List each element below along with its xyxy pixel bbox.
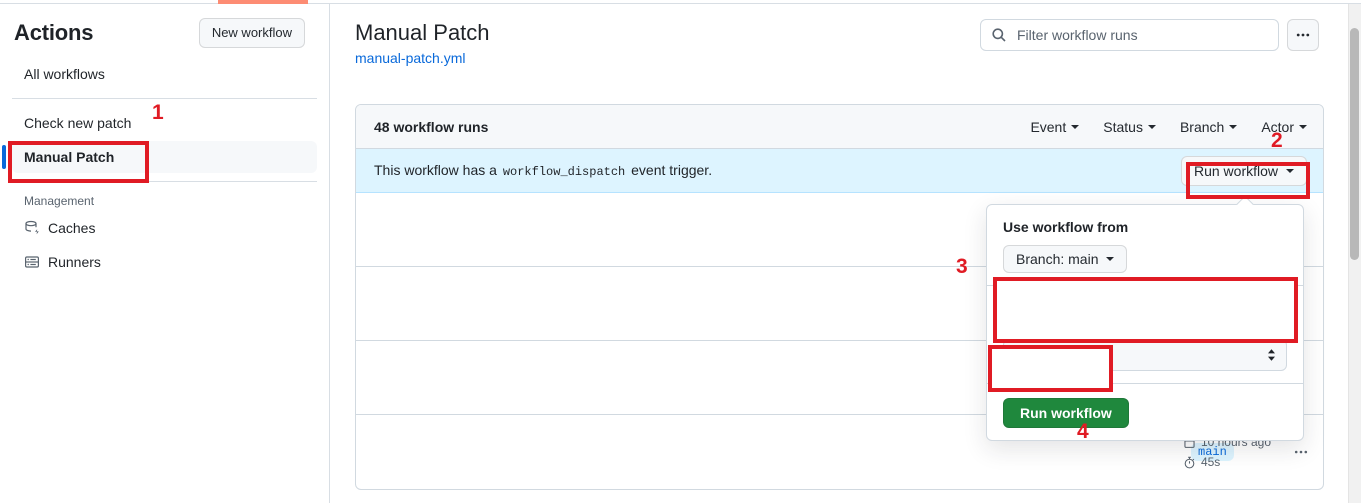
cache-icon (24, 220, 40, 236)
run-workflow-submit-button[interactable]: Run workflow (1003, 398, 1129, 428)
workflow-nav-list: All workflows (0, 58, 329, 90)
kebab-icon (1294, 450, 1308, 454)
branch-selector-button[interactable]: Branch: main (1003, 245, 1128, 273)
sidebar-divider-1 (12, 98, 317, 99)
input-field-label: Which Revanced do you want to patch? * (1003, 300, 1287, 331)
runners-icon (24, 254, 40, 270)
sidebar-item-runners[interactable]: Runners (12, 246, 317, 278)
chevron-down-icon (1071, 124, 1080, 129)
run-workflow-popup: Use workflow from Branch: main Which Rev… (986, 195, 1304, 441)
page-title: Actions (14, 20, 94, 45)
chevron-down-icon (1229, 124, 1238, 129)
page-progress-bar (218, 0, 308, 4)
popup-submit-section: Run workflow (987, 384, 1303, 440)
run-duration-text: 45s (1200, 455, 1221, 469)
sidebar-item-label: Runners (48, 254, 101, 270)
dispatch-banner-text: This workflow has a workflow_dispatch ev… (374, 162, 712, 179)
filter-branch-label: Branch (1179, 118, 1225, 135)
filter-event-label: Event (1030, 118, 1067, 135)
revanced-select-wrap: Revanced (1003, 339, 1287, 371)
branch-badge[interactable]: main (1191, 443, 1234, 461)
management-nav-list: Caches Runners (0, 212, 329, 278)
run-duration: 45s (1183, 455, 1220, 469)
search-area (980, 19, 1319, 51)
chevron-down-icon (1286, 168, 1294, 173)
sidebar-header: Actions New workflow (0, 4, 329, 56)
sidebar-item-check-new-patch[interactable]: Check new patch (12, 107, 317, 139)
filter-event[interactable]: Event (1030, 118, 1080, 135)
page-scrollbar-thumb[interactable] (1350, 28, 1359, 260)
run-workflow-button-label: Run workflow (1193, 162, 1278, 179)
sidebar-divider-2 (12, 181, 317, 182)
use-workflow-from-label: Use workflow from (1003, 219, 1129, 235)
workflow-header: Manual Patch manual-patch.yml (331, 4, 1348, 66)
chevron-down-icon (1106, 257, 1115, 261)
more-options-button[interactable] (1287, 19, 1319, 51)
workflow-input-section: Which Revanced do you want to patch? * R… (987, 286, 1303, 383)
sidebar-item-label: Caches (48, 220, 96, 236)
search-icon (991, 27, 1007, 43)
actions-sidebar: Actions New workflow All workflows Check… (0, 4, 330, 503)
filter-actor-label: Actor (1261, 118, 1294, 135)
workflow-dispatch-banner: This workflow has a workflow_dispatch ev… (356, 149, 1323, 193)
runs-filters: Event Status Branch Actor (1030, 119, 1307, 135)
sidebar-item-caches[interactable]: Caches (12, 212, 317, 244)
runs-count-label: 48 workflow runs (374, 118, 489, 135)
filter-status-label: Status (1103, 118, 1143, 135)
use-workflow-from-section: Use workflow from Branch: main (987, 205, 1303, 285)
dispatch-text-after: event trigger. (631, 162, 713, 178)
revanced-select[interactable]: Revanced (1003, 339, 1287, 371)
popup-divider-2 (987, 383, 1303, 384)
sidebar-item-label: Manual Patch (24, 149, 115, 165)
workflow-nav-list-2: Check new patch Manual Patch (0, 107, 329, 173)
input-field-label-text: Which Revanced do you want to patch? (1003, 300, 1284, 315)
sidebar-item-label: Check new patch (24, 115, 132, 131)
workflow-title: Manual Patch (355, 20, 490, 45)
runs-header: 48 workflow runs Event Status Branch (356, 105, 1323, 149)
search-input[interactable] (1015, 26, 1268, 44)
run-workflow-dropdown-button[interactable]: Run workflow (1180, 155, 1307, 186)
sidebar-item-manual-patch[interactable]: Manual Patch (2, 141, 317, 173)
stopwatch-icon (1184, 456, 1195, 468)
kebab-icon (1296, 33, 1310, 37)
chevron-down-icon (1147, 124, 1156, 129)
dispatch-text-before: This workflow has a (374, 162, 497, 178)
top-divider (0, 3, 1361, 4)
filter-branch[interactable]: Branch (1179, 118, 1238, 135)
branch-selector-label: Branch: main (1016, 251, 1099, 267)
new-workflow-button[interactable]: New workflow (198, 18, 305, 48)
dispatch-event-code: workflow_dispatch (502, 165, 626, 179)
row-more-options-button[interactable] (1293, 444, 1309, 460)
sidebar-item-label: All workflows (24, 66, 105, 82)
workflow-file-link[interactable]: manual-patch.yml (355, 50, 466, 66)
chevron-down-icon (1299, 124, 1307, 129)
filter-actor[interactable]: Actor (1261, 119, 1307, 135)
search-box[interactable] (980, 19, 1279, 51)
required-marker: * (1003, 315, 1009, 330)
sidebar-item-all-workflows[interactable]: All workflows (12, 58, 317, 90)
filter-status[interactable]: Status (1103, 119, 1156, 135)
sidebar-section-management: Management (24, 194, 95, 208)
